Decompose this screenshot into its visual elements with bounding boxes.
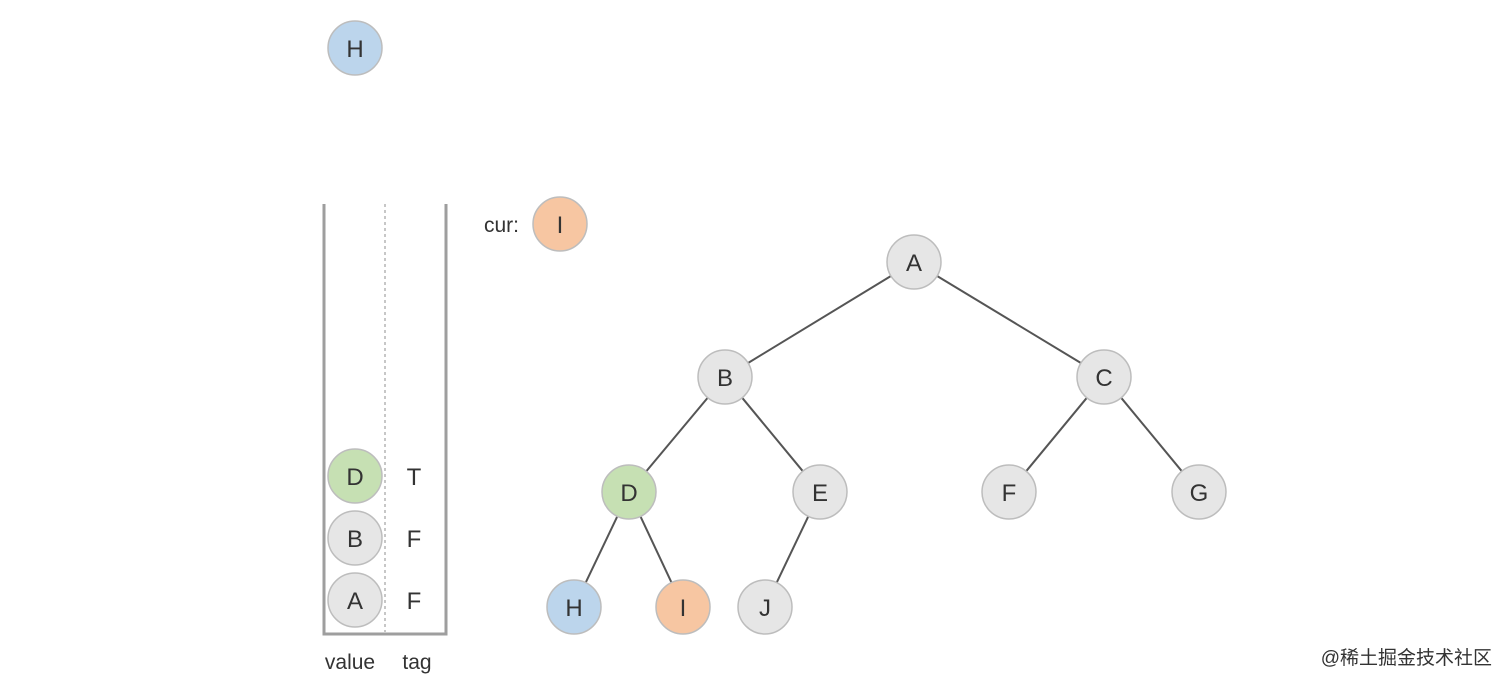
stack-tag-d: T bbox=[407, 464, 422, 491]
tree-node-b-label: B bbox=[717, 365, 733, 392]
tree-node-h-label: H bbox=[565, 595, 582, 622]
tree-edge-a-c bbox=[936, 275, 1082, 364]
tree-edge-b-e bbox=[741, 397, 804, 472]
tree-node-e-label: E bbox=[812, 480, 828, 507]
tree-node-a: A bbox=[886, 234, 942, 290]
tree-node-c-label: C bbox=[1095, 365, 1112, 392]
tree-edge-a-b bbox=[747, 275, 892, 364]
tree-edges bbox=[584, 275, 1183, 584]
tree-edge-d-h bbox=[584, 515, 619, 584]
stack-tag-a: F bbox=[407, 588, 422, 615]
stack-value-b-label: B bbox=[347, 526, 363, 553]
tree-edge-c-g bbox=[1120, 397, 1183, 472]
tree-node-a-label: A bbox=[906, 250, 922, 277]
current-node: I bbox=[532, 196, 588, 252]
stack-tag-column-label: tag bbox=[402, 651, 431, 674]
tree-edge-b-d bbox=[645, 397, 709, 472]
tree-node-i-label: I bbox=[680, 595, 687, 622]
tree-node-j: J bbox=[737, 579, 793, 635]
tree-edge-d-i bbox=[639, 516, 673, 583]
tree-node-g-label: G bbox=[1190, 480, 1209, 507]
tree-node-b: B bbox=[697, 349, 753, 405]
stack-value-a: A bbox=[327, 572, 383, 628]
tree-nodes: A B C D E F G H I J bbox=[546, 234, 1227, 635]
tree-node-c: C bbox=[1076, 349, 1132, 405]
stack-value-d-label: D bbox=[346, 464, 363, 491]
stack-value-d: D bbox=[327, 448, 383, 504]
tree-edge-e-j bbox=[775, 515, 810, 584]
tree-node-i: I bbox=[655, 579, 711, 635]
stack-value-b: B bbox=[327, 510, 383, 566]
stack-container bbox=[322, 204, 448, 636]
floating-node-h: H bbox=[327, 20, 383, 76]
watermark: @稀土掘金技术社区 bbox=[1321, 647, 1492, 669]
tree-node-d-label: D bbox=[620, 480, 637, 507]
tree-node-j-label: J bbox=[759, 595, 771, 622]
current-node-label: I bbox=[557, 212, 564, 239]
stack-value-a-label: A bbox=[347, 588, 363, 615]
cur-label: cur: bbox=[484, 214, 519, 237]
tree-node-f-label: F bbox=[1002, 480, 1017, 507]
tree-edge-c-f bbox=[1025, 397, 1088, 472]
tree-node-h: H bbox=[546, 579, 602, 635]
tree-node-e: E bbox=[792, 464, 848, 520]
tree-node-f: F bbox=[981, 464, 1037, 520]
stack-tag-b: F bbox=[407, 526, 422, 553]
binary-tree: A B C D E F G H I J bbox=[546, 234, 1227, 635]
stack: D T B F A F value tag bbox=[322, 204, 448, 674]
stack-value-column-label: value bbox=[325, 651, 375, 674]
tree-node-g: G bbox=[1171, 464, 1227, 520]
tree-node-d: D bbox=[601, 464, 657, 520]
floating-node-label: H bbox=[346, 36, 363, 63]
